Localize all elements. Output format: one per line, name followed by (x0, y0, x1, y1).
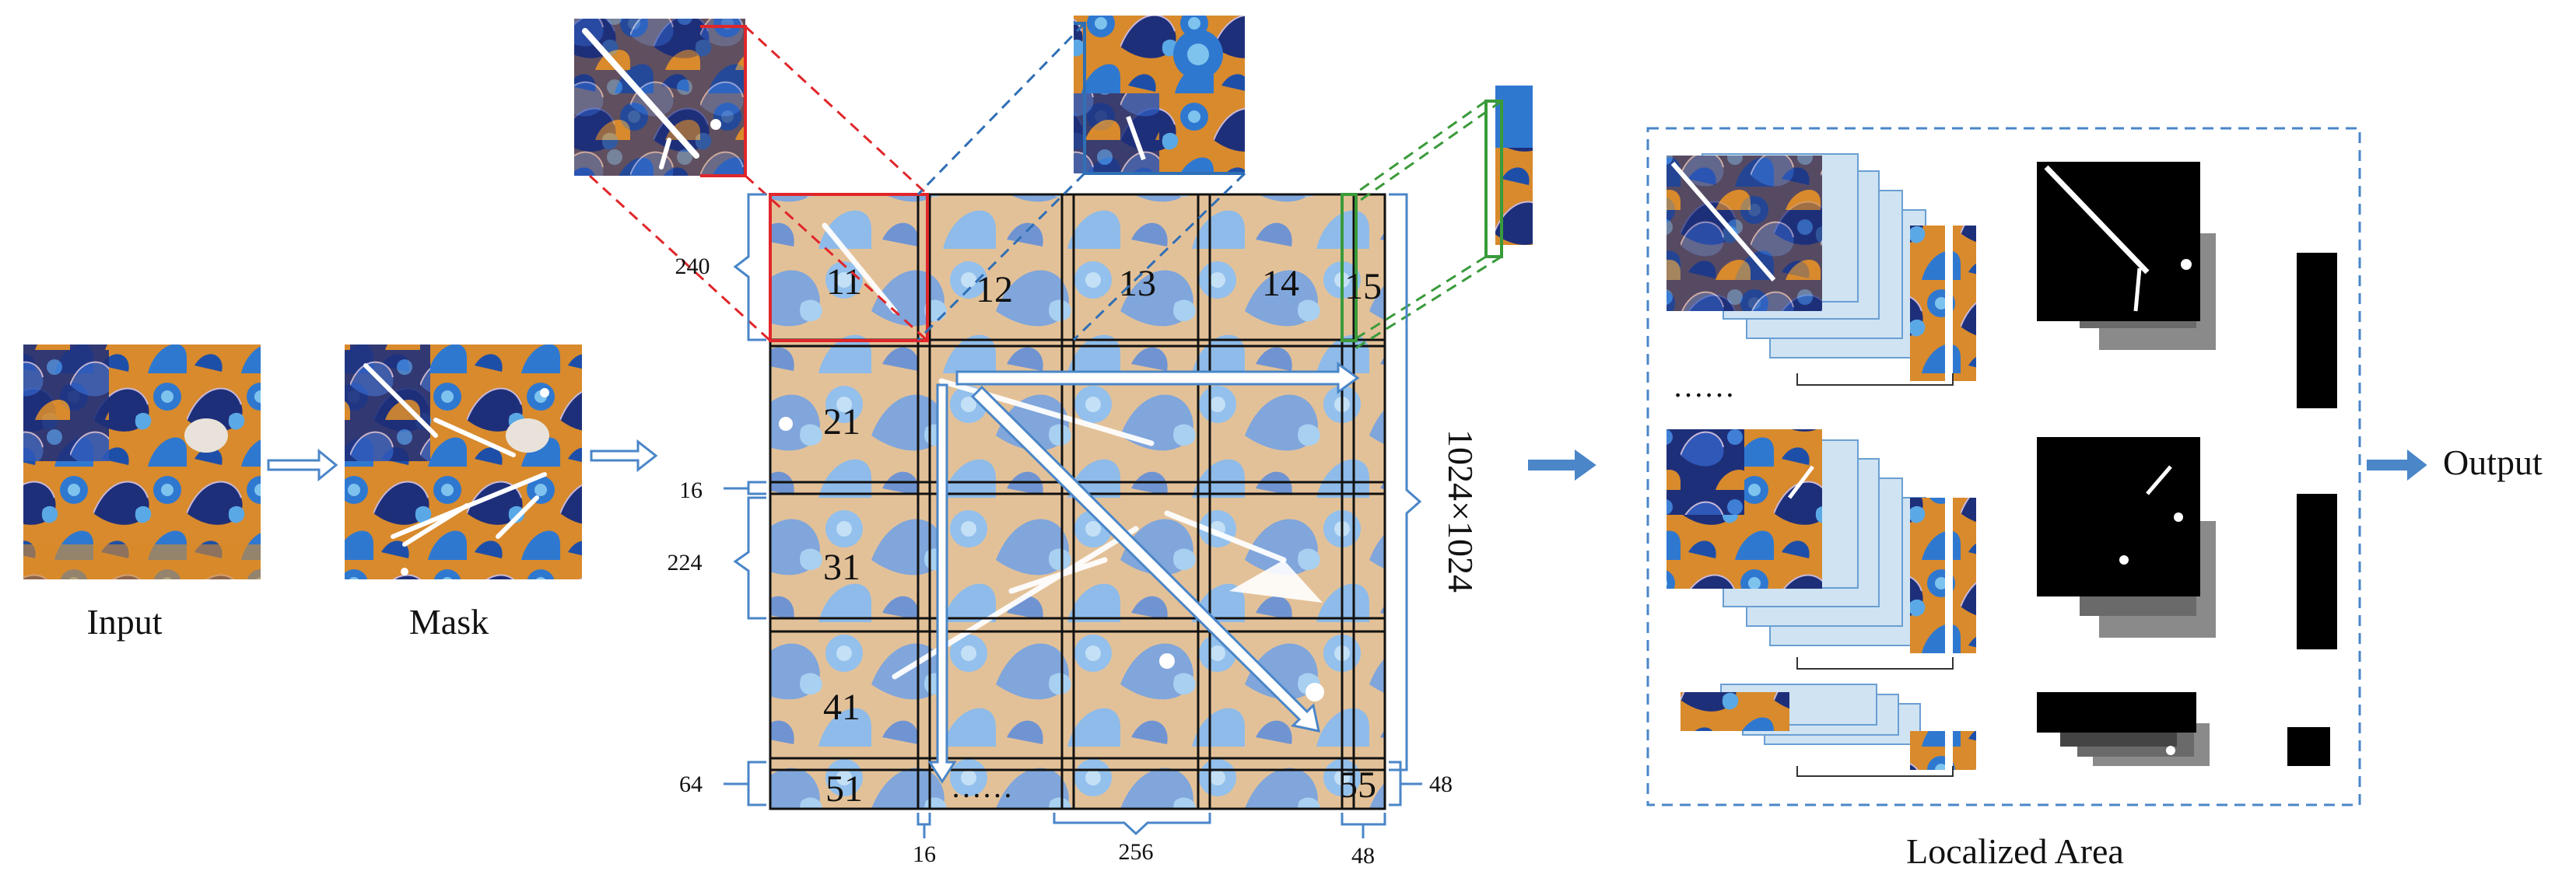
dim-256: 256 (1119, 839, 1154, 865)
crop-green-connectors (1353, 100, 1502, 350)
grid-ellipsis: …… (951, 769, 1013, 804)
local-row-3 (1681, 684, 2330, 777)
cell-label-21: 21 (823, 401, 860, 442)
cell-label-11: 11 (826, 261, 862, 303)
dimension-labels: 240 16 224 64 16 256 48 48 (668, 254, 1453, 869)
arrow-grid-to-local (1528, 449, 1596, 481)
arrow-to-output (2367, 449, 2427, 481)
cell-label-51: 51 (825, 768, 863, 810)
dimension-braces (724, 193, 1422, 838)
dim-16-bottom: 16 (913, 841, 936, 867)
cell-label-14: 14 (1262, 263, 1299, 304)
grid-lines (769, 193, 1386, 810)
cell-label-31: 31 (823, 547, 860, 588)
localized-area-box (1646, 127, 2361, 806)
grid-cell-labels: 11 12 13 14 15 21 31 41 51 55 …… (823, 261, 1382, 810)
dim-48-bottom: 48 (1351, 843, 1375, 869)
dim-64: 64 (679, 771, 703, 797)
cell-label-41: 41 (823, 687, 860, 728)
dim-240: 240 (675, 254, 710, 279)
crop-red (574, 19, 747, 177)
localized-area-label: Localized Area (1906, 831, 2124, 871)
local-row-1 (1667, 153, 2337, 408)
scan-arrows (927, 362, 1360, 784)
crop-rect-green-on-grid (1341, 193, 1358, 342)
dim-16-left: 16 (679, 477, 703, 503)
crop-blue (1074, 16, 1245, 175)
cell-label-55: 55 (1339, 764, 1376, 806)
arrow-mask-to-grid (590, 439, 658, 473)
local-row-2 (1667, 429, 2337, 670)
dim-48-right: 48 (1429, 771, 1453, 797)
output-label: Output (2443, 442, 2543, 482)
arrow-input-to-mask (267, 448, 338, 482)
size-label: 1024×1024 (1441, 429, 1481, 593)
mask-image (345, 345, 582, 579)
input-image (23, 345, 261, 579)
input-label: Input (86, 602, 162, 642)
cell-label-13: 13 (1119, 263, 1156, 304)
crop-red-connectors (588, 25, 929, 342)
crop-rect-red-on-grid (769, 193, 929, 342)
local-ellipsis: …… (1673, 369, 1735, 404)
crop-green (1484, 86, 1533, 258)
cell-label-15: 15 (1344, 266, 1382, 307)
crop-blue-connectors (916, 22, 1246, 341)
dim-224: 224 (668, 550, 703, 575)
mask-label: Mask (409, 602, 489, 642)
